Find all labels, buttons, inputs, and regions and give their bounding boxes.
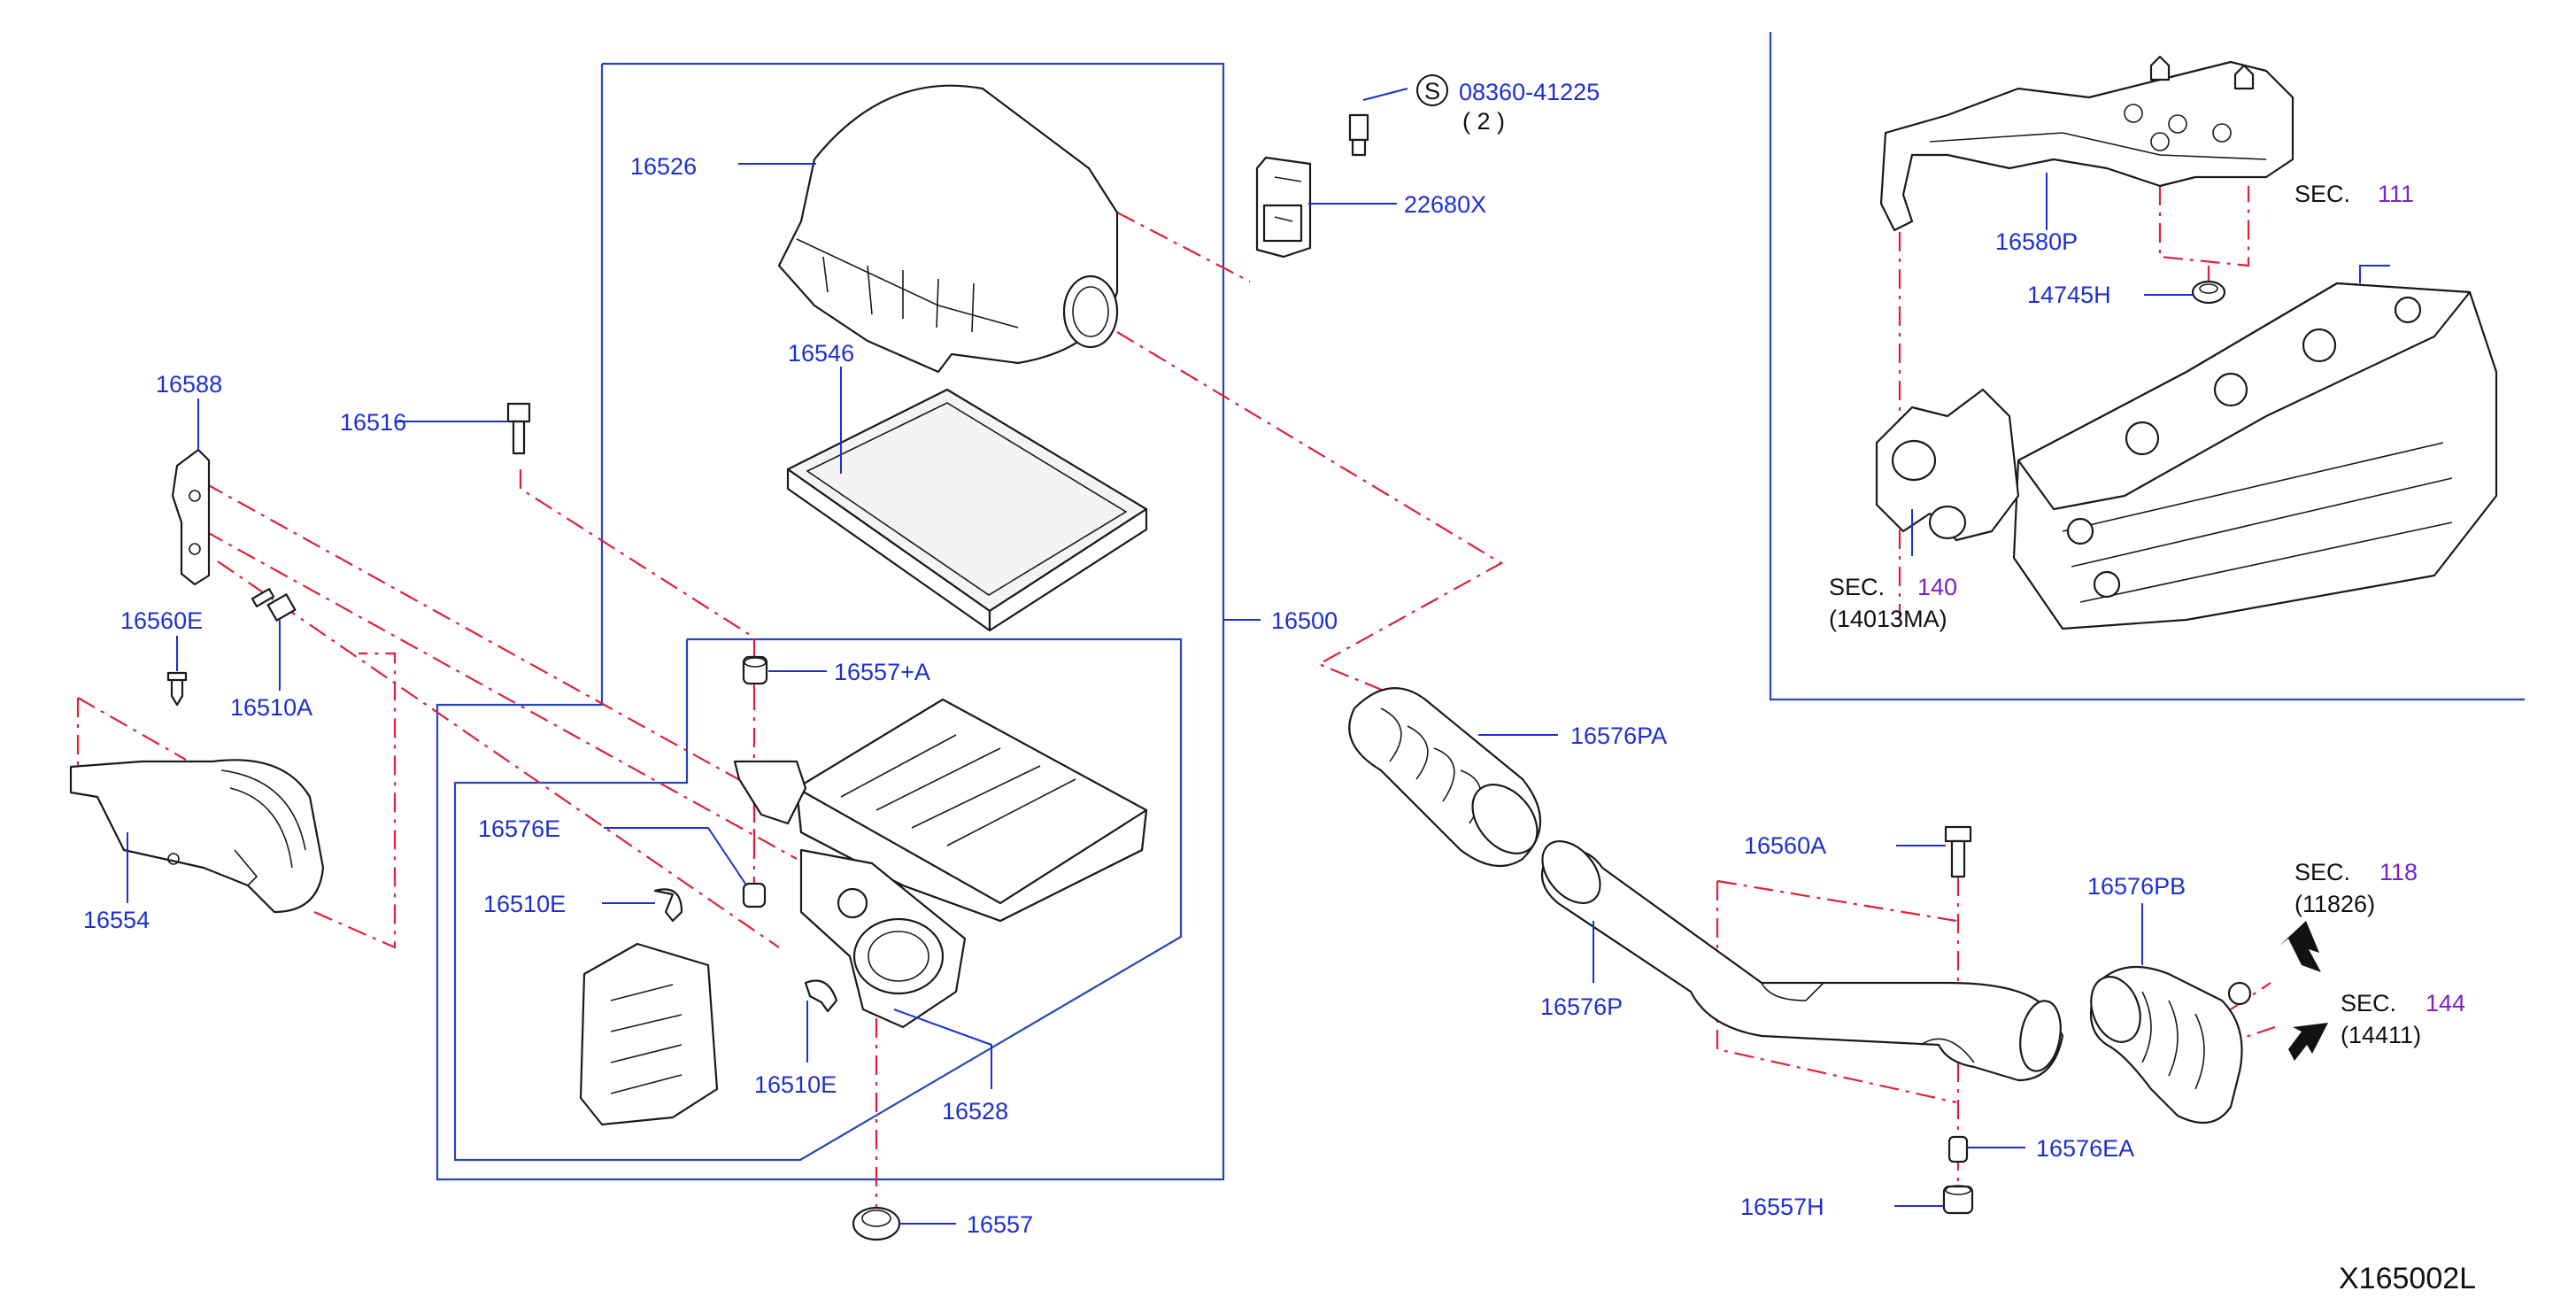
sec-140-number: 140 <box>1917 574 1957 600</box>
label-16526: 16526 <box>630 153 697 180</box>
label-16546: 16546 <box>788 340 854 367</box>
cylinder-head-assembly <box>1875 282 2498 630</box>
engine-section-frame <box>1769 32 2525 701</box>
assembly-frame-16528 <box>453 638 1183 1162</box>
label-16510A: 16510A <box>230 694 312 721</box>
label-16510E-lower: 16510E <box>754 1071 837 1098</box>
grommet-16557A <box>742 655 768 685</box>
hose-16576PB <box>2089 965 2252 1125</box>
hose-16576PA <box>1348 687 1541 868</box>
label-16576PA: 16576PA <box>1570 723 1667 749</box>
filter-element-16546 <box>786 388 1148 632</box>
cover-plate <box>579 942 719 1126</box>
grommet-16557H <box>1942 1185 1974 1215</box>
label-14745H: 14745H <box>2027 282 2111 308</box>
label-16576EA: 16576EA <box>2036 1135 2134 1162</box>
insulator-16576E <box>742 882 767 908</box>
bracket-16588 <box>171 448 211 586</box>
label-16500: 16500 <box>1271 607 1338 634</box>
label-22680X: 22680X <box>1404 191 1486 218</box>
bolt-16516 <box>506 402 531 455</box>
label-16557H: 16557H <box>1740 1194 1824 1220</box>
clamp-16510E-lower <box>804 979 838 1013</box>
label-16580P: 16580P <box>1995 228 2078 255</box>
grommet-14745H <box>2191 280 2226 305</box>
sec-118-code: (11826) <box>2294 891 2375 917</box>
label-16557A: 16557+A <box>834 659 930 685</box>
label-16588: 16588 <box>156 371 222 398</box>
standard-part-symbol <box>1416 74 1448 106</box>
label-16510E-upper: 16510E <box>483 891 566 917</box>
label-16554: 16554 <box>83 907 150 933</box>
sec-144-code: (14411) <box>2341 1022 2421 1048</box>
maf-sensor-22680X <box>1255 113 1369 259</box>
label-16516: 16516 <box>340 409 406 436</box>
label-16576PB: 16576PB <box>2087 873 2186 900</box>
clamp-16510E-upper <box>653 888 683 923</box>
air-cleaner-cover-16526 <box>777 84 1119 374</box>
standard-part-symbol-letter: S <box>1424 78 1440 104</box>
arrow-sec-118 <box>2279 921 2321 972</box>
sec-118-number: 118 <box>2379 859 2418 885</box>
baffle-plate-16580P <box>1879 55 2294 232</box>
sec-144-number: 144 <box>2426 990 2465 1016</box>
insulator-16576EA <box>1947 1135 1969 1163</box>
label-08360-41225: 08360-41225 <box>1459 79 1600 105</box>
bolt-16560A <box>1944 825 1972 878</box>
centerlines <box>76 186 2276 1222</box>
air-cleaner-case-16528 <box>733 698 1148 1029</box>
label-16557: 16557 <box>967 1211 1033 1238</box>
label-16560A: 16560A <box>1744 832 1826 859</box>
sec-111-number: 111 <box>2378 181 2414 207</box>
arrow-sec-144 <box>2288 1023 2328 1061</box>
sec-140-code: (14013MA) <box>1829 606 1947 632</box>
bolt-16510A <box>251 588 297 622</box>
assembly-frame-16500 <box>436 62 1225 1181</box>
duct-16576P <box>1540 839 2064 1082</box>
clip-16560E <box>166 671 188 707</box>
label-16576E: 16576E <box>478 815 560 842</box>
sec-144-prefix: SEC. <box>2341 990 2396 1016</box>
air-duct-16554 <box>69 759 325 914</box>
label-16576P: 16576P <box>1540 993 1623 1020</box>
label-16528: 16528 <box>942 1098 1008 1125</box>
sec-111-prefix: SEC. <box>2294 181 2350 207</box>
label-08360-quantity: ( 2 ) <box>1462 108 1505 135</box>
grommet-16557 <box>852 1206 901 1241</box>
sec-118-prefix: SEC. <box>2294 859 2350 885</box>
label-16560E: 16560E <box>120 607 203 634</box>
sec-140-prefix: SEC. <box>1829 574 1885 600</box>
diagram-reference-code: X165002L <box>2339 1262 2476 1295</box>
leader-lines <box>127 88 2390 1225</box>
